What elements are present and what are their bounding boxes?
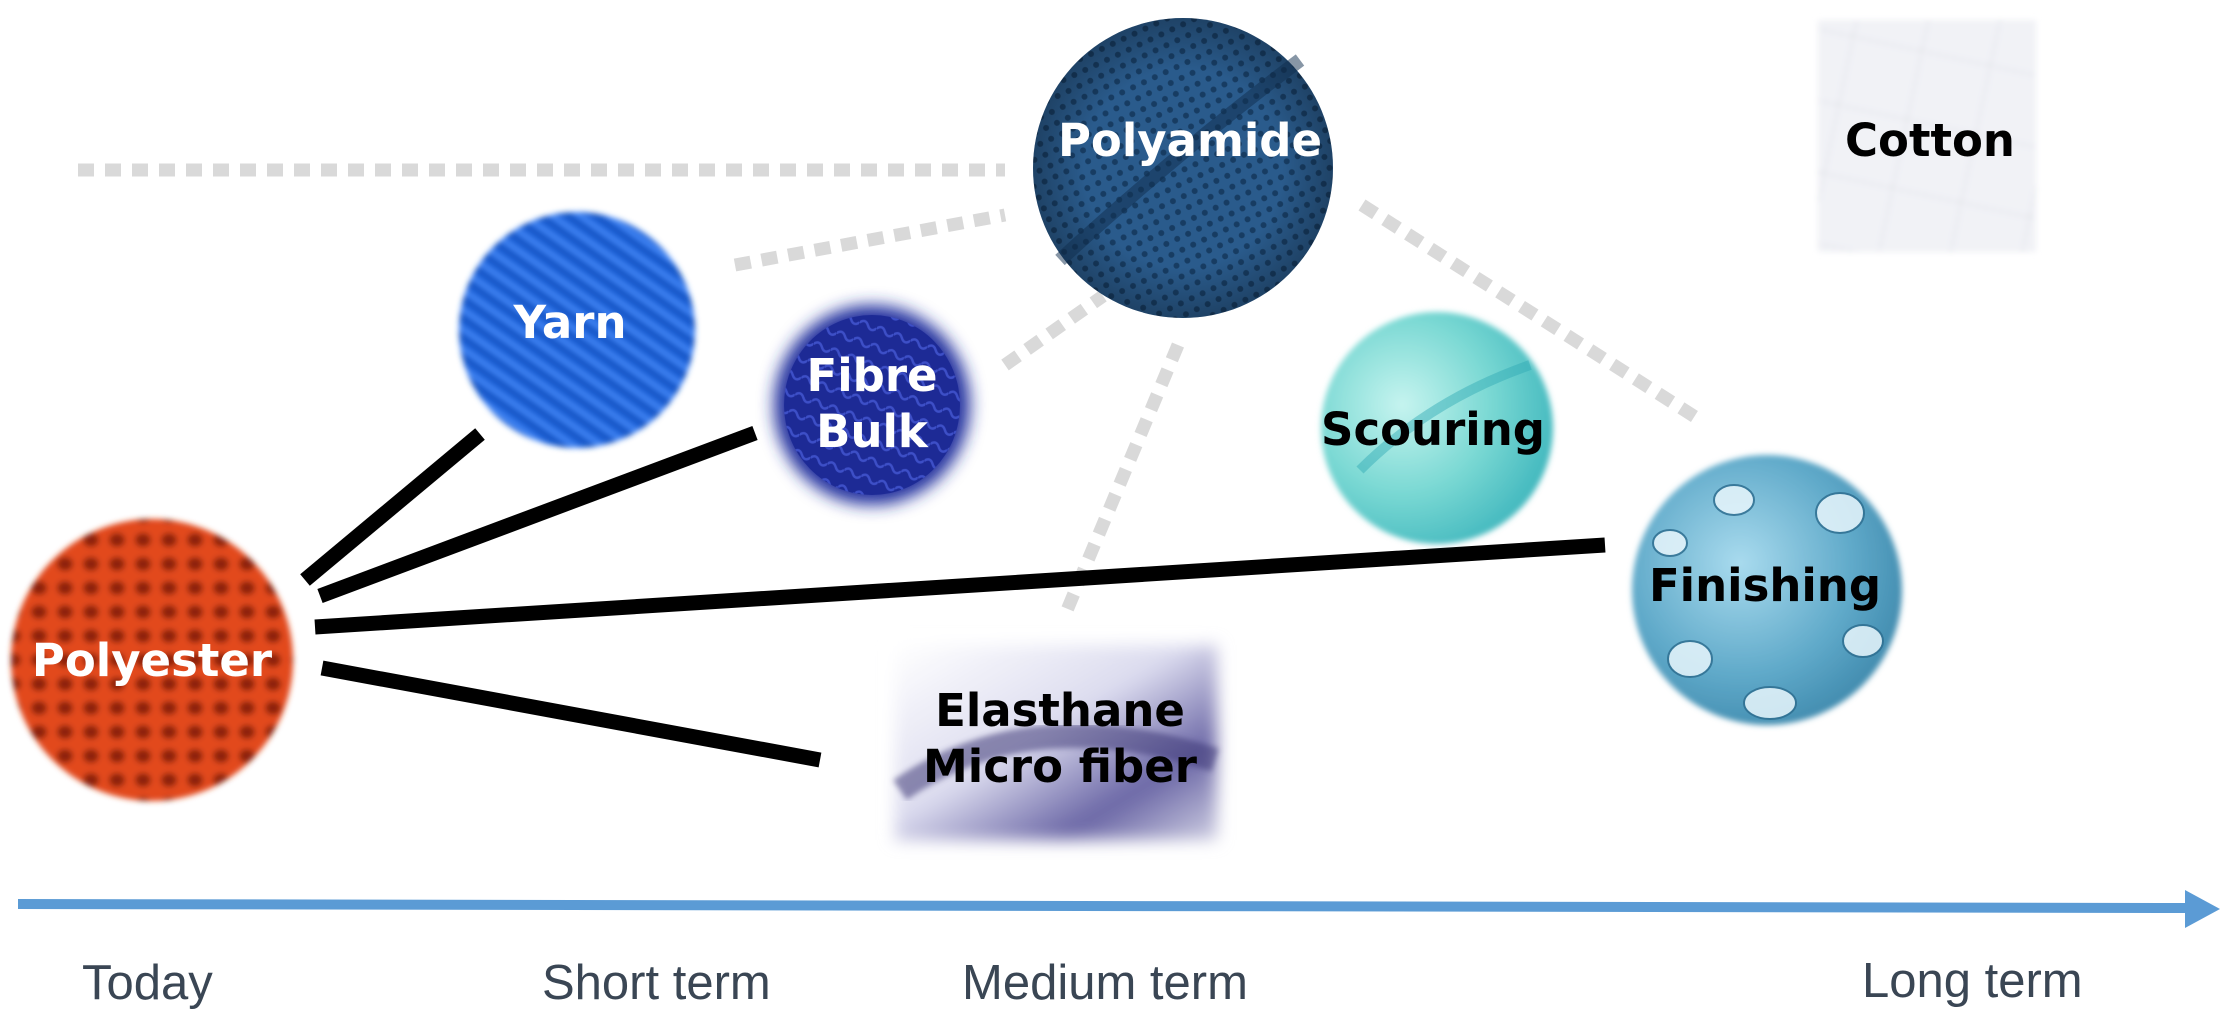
node-label-line: Polyamide [1058, 114, 1322, 167]
dotted-links [78, 163, 1704, 618]
dotted-link-polyamide-to-elasthane [1059, 342, 1184, 618]
timeline-labels: Today Short term Medium term Long term [82, 954, 2083, 1010]
node-label-line: Micro fiber [923, 740, 1198, 793]
timeline-label-short-term: Short term [542, 956, 771, 1010]
dotted-link-polyamide-to-finishing [1358, 199, 1704, 426]
timeline-arrowhead-icon [2185, 890, 2220, 928]
solid-links [300, 425, 1606, 768]
node-label-line: Yarn [512, 296, 626, 349]
dotted-link-fibre-top-to-polyamide [733, 208, 1007, 272]
timeline-label-long-term: Long term [1862, 954, 2083, 1008]
timeline-axis [17, 890, 2220, 928]
node-polyester: Polyester [11, 519, 293, 801]
timeline-arrow-line [17, 899, 2191, 913]
node-scouring: Scouring [1321, 312, 1553, 544]
timeline-label-today: Today [82, 956, 213, 1010]
node-polyamide: Polyamide [1033, 18, 1333, 318]
link-polyester-to-fibre-bulk [317, 425, 758, 604]
node-label-line: Elasthane [935, 684, 1185, 737]
node-cotton: Cotton [1818, 20, 2036, 252]
node-label-line: Fibre [806, 349, 937, 402]
node-finishing: Finishing [1632, 455, 1902, 725]
node-label-line: Polyester [32, 634, 273, 687]
link-polyester-to-elasthane [320, 660, 822, 768]
node-label-yarn: Yarn [512, 296, 626, 349]
dotted-link-fibre-bulk-to-polyamide [1001, 290, 1107, 371]
link-polyester-to-finishing [314, 537, 1606, 635]
timeline-label-medium-term: Medium term [962, 956, 1248, 1010]
node-label-line: Cotton [1845, 114, 2015, 167]
node-label-polyamide: Polyamide [1058, 114, 1322, 167]
node-yarn: Yarn [459, 212, 695, 448]
node-label-line: Bulk [816, 405, 929, 458]
link-polyester-to-yarn [300, 428, 485, 586]
node-label-polyester: Polyester [32, 634, 273, 687]
node-label-scouring: Scouring [1321, 403, 1545, 456]
node-label-cotton: Cotton [1845, 114, 2015, 167]
node-label-finishing: Finishing [1649, 559, 1881, 612]
node-label-line: Scouring [1321, 403, 1545, 456]
node-label-line: Finishing [1649, 559, 1881, 612]
